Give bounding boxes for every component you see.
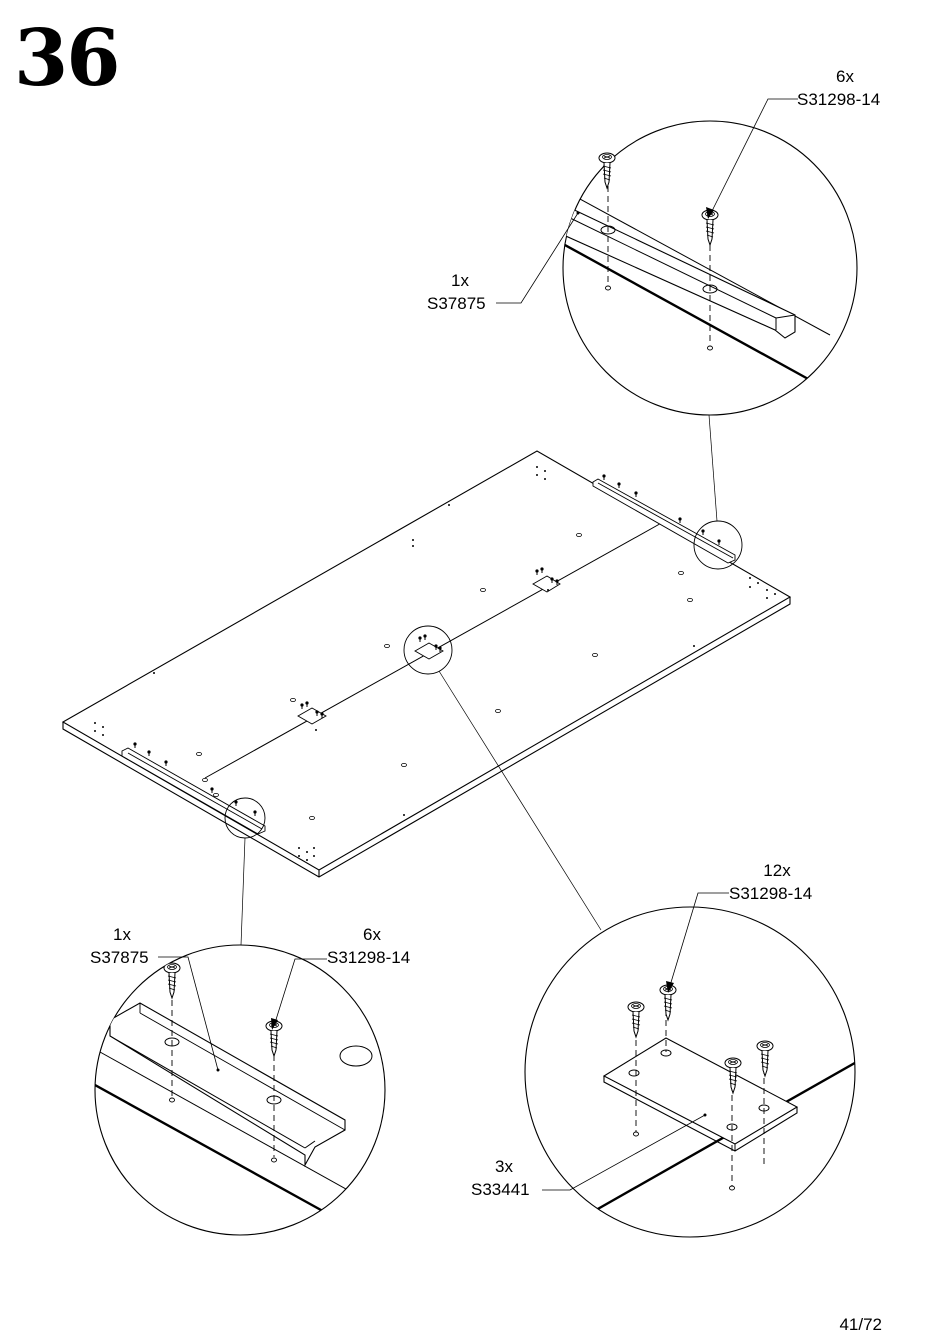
step-number: 36	[14, 13, 121, 104]
connector-plates-on-board	[297, 575, 561, 725]
top-bracket-part: S37875	[427, 294, 486, 313]
bottom-right-screws-qty: 12x	[763, 861, 791, 880]
bottom-bracket-on-board	[121, 747, 266, 835]
top-bracket-qty: 1x	[451, 271, 469, 290]
detail-locator-circles	[224, 520, 743, 839]
bottom-right-plate-part: S33441	[471, 1180, 530, 1199]
top-bracket-on-board	[592, 478, 736, 564]
detail-leader-lines	[240, 414, 718, 946]
bottom-left-screws-qty: 6x	[363, 925, 381, 944]
detail-circle-bottom-right	[524, 892, 856, 1238]
bottom-right-screws-part: S31298-14	[729, 884, 813, 903]
detail-circle-top	[496, 98, 858, 416]
bottom-left-screws-part: S31298-14	[327, 948, 411, 967]
board-holes	[196, 533, 693, 821]
detail-circle-bottom-left	[94, 944, 386, 1236]
main-board	[61, 450, 792, 878]
bottom-left-bracket-qty: 1x	[113, 925, 131, 944]
bottom-left-bracket-part: S37875	[90, 948, 149, 967]
top-screws-part: S31298-14	[797, 90, 881, 109]
bottom-right-plate-qty: 3x	[495, 1157, 513, 1176]
board-dots	[94, 466, 776, 861]
page-number: 41/72	[839, 1315, 882, 1334]
top-screws-qty: 6x	[836, 67, 854, 86]
